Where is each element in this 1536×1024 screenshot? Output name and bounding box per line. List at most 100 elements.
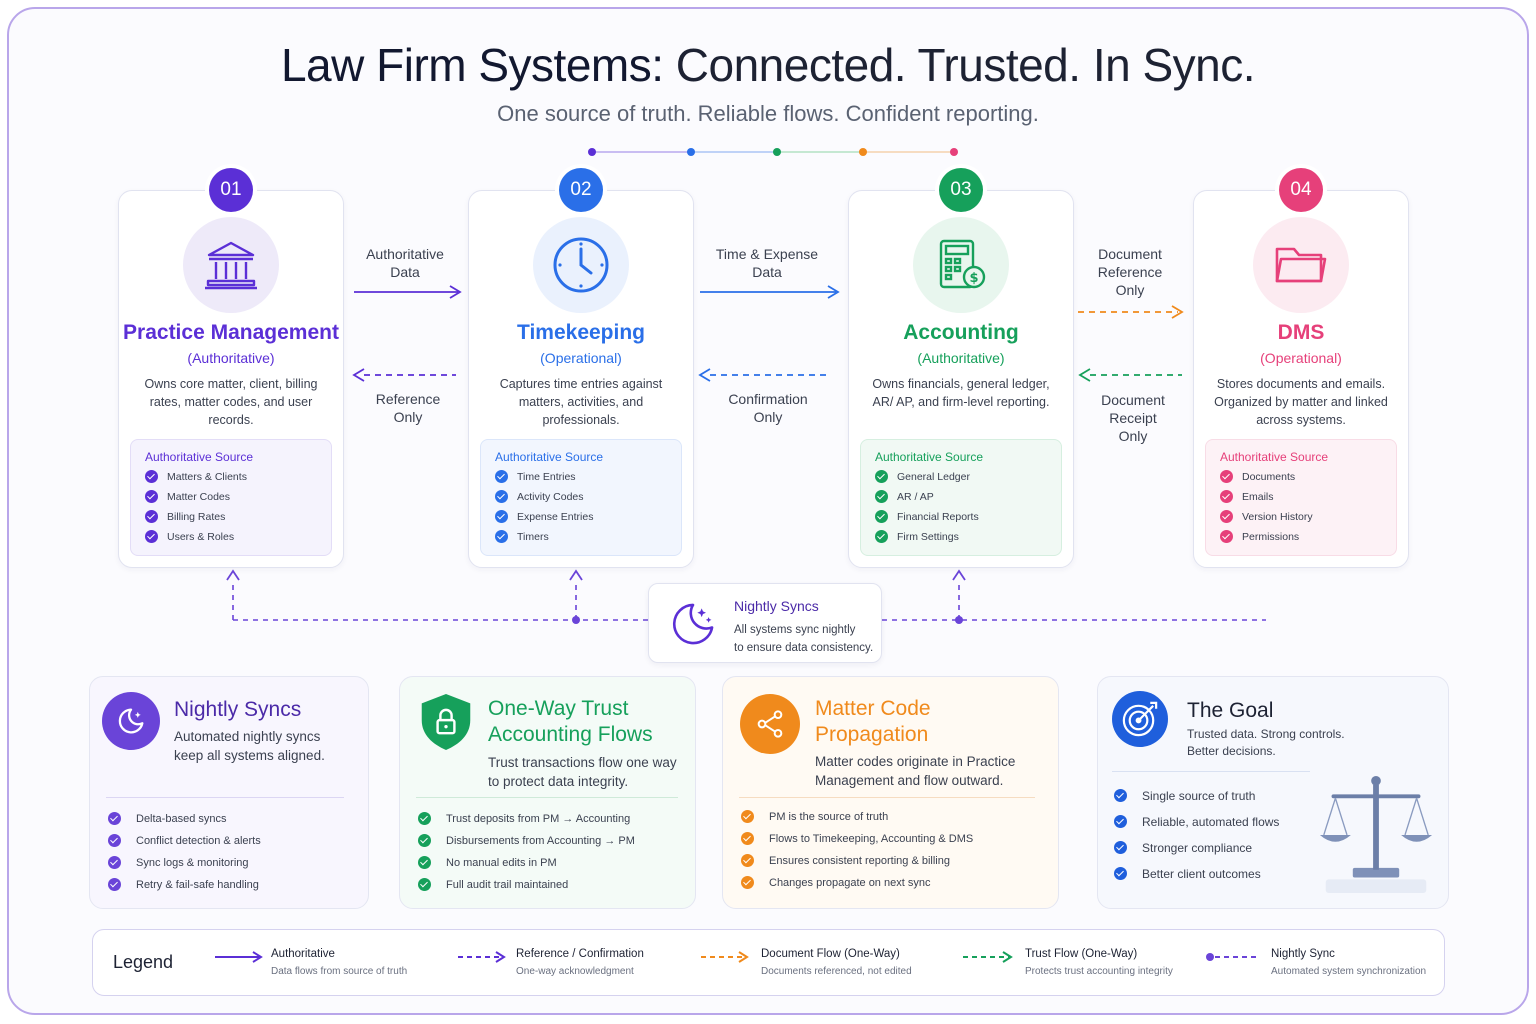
list-item: Activity Codes (495, 490, 667, 510)
legend-title: Legend (113, 952, 174, 972)
legend-line-document (701, 951, 749, 963)
source-title: Authoritative Source (495, 450, 604, 464)
feature-title: The Goal (1187, 699, 1274, 722)
list-item: Version History (1220, 510, 1382, 530)
list-item: Flows to Timekeeping, Accounting & DMS (741, 832, 973, 854)
scales-of-justice-icon (1319, 776, 1433, 893)
svg-text:$: $ (969, 271, 978, 286)
list-item: Financial Reports (875, 510, 1047, 530)
list-item: PM is the source of truth (741, 810, 973, 832)
divider (1112, 771, 1310, 772)
list-item: Trust deposits from PM → Accounting (418, 812, 635, 834)
check-icon (108, 812, 121, 825)
authoritative-source-box: Authoritative Source General Ledger AR /… (860, 439, 1062, 556)
folder-icon (1253, 217, 1349, 313)
list-item: Single source of truth (1114, 789, 1279, 815)
feature-list: Single source of truth Reliable, automat… (1114, 789, 1279, 893)
list-item: Timers (495, 530, 667, 550)
step-badge: 03 (939, 168, 983, 212)
check-icon (495, 510, 508, 523)
list-item: General Ledger (875, 470, 1047, 490)
list-item: Permissions (1220, 530, 1382, 550)
check-icon (1114, 789, 1127, 802)
nightly-syncs-title: Nightly Syncs (734, 598, 819, 614)
system-description: Captures time entries against matters, a… (499, 377, 663, 427)
list-item: Reliable, automated flows (1114, 815, 1279, 841)
color-dots-divider (588, 146, 958, 158)
system-role: (Operational) (1260, 350, 1342, 366)
check-icon (875, 530, 888, 543)
legend-line-trust (963, 951, 1013, 963)
calculator-icon: $ (913, 217, 1009, 313)
list-item: Documents (1220, 470, 1382, 490)
list-item: Changes propagate on next sync (741, 876, 973, 898)
moon-icon (102, 692, 160, 750)
list-item: Time Entries (495, 470, 667, 490)
clock-icon (533, 217, 629, 313)
divider (739, 797, 1035, 798)
source-title: Authoritative Source (145, 450, 254, 464)
list-item: Retry & fail-safe handling (108, 878, 261, 900)
check-icon (145, 510, 158, 523)
list-item: Users & Roles (145, 530, 317, 550)
check-icon (418, 834, 431, 847)
step-badge: 04 (1279, 168, 1323, 212)
step-badge: 01 (209, 168, 253, 212)
check-icon (1114, 867, 1127, 880)
system-description: Stores documents and emails. Organized b… (1214, 377, 1388, 427)
check-icon (741, 832, 754, 845)
system-name: Accounting (903, 321, 1019, 344)
system-role: (Authoritative) (917, 350, 1005, 366)
list-item: AR / AP (875, 490, 1047, 510)
check-icon (495, 530, 508, 543)
check-icon (1220, 470, 1233, 483)
list-item: Expense Entries (495, 510, 667, 530)
moon-stars-icon (672, 603, 714, 645)
check-icon (1114, 841, 1127, 854)
check-icon (108, 878, 121, 891)
source-title: Authoritative Source (1220, 450, 1329, 464)
step-badge: 02 (559, 168, 603, 212)
system-card-dms: 04 DMS (Operational) Stores documents an… (1193, 168, 1409, 568)
feature-list: Delta-based syncs Conflict detection & a… (108, 812, 261, 900)
system-role: (Operational) (540, 350, 622, 366)
check-icon (1114, 815, 1127, 828)
system-name: Practice Management (123, 321, 339, 344)
list-item: Sync logs & monitoring (108, 856, 261, 878)
check-icon (1220, 510, 1233, 523)
check-icon (741, 810, 754, 823)
check-icon (145, 490, 158, 503)
source-title: Authoritative Source (875, 450, 984, 464)
check-icon (108, 856, 121, 869)
check-icon (418, 878, 431, 891)
legend-line-authoritative (215, 951, 263, 963)
feature-title: Nightly Syncs (174, 698, 302, 721)
check-icon (495, 470, 508, 483)
feature-desc: Trusted data. Strong controls.Better dec… (1187, 727, 1345, 758)
list-item: No manual edits in PM (418, 856, 635, 878)
check-icon (741, 854, 754, 867)
list-item: Stronger compliance (1114, 841, 1279, 867)
list-item: Conflict detection & alerts (108, 834, 261, 856)
list-item: Matter Codes (145, 490, 317, 510)
shield-lock-icon (421, 694, 471, 750)
authoritative-source-box: Authoritative Source Matters & Clients M… (130, 439, 332, 556)
list-item: Emails (1220, 490, 1382, 510)
list-item: Disbursements from Accounting → PM (418, 834, 635, 856)
divider (106, 797, 344, 798)
system-description: Owns core matter, client, billing rates,… (144, 377, 318, 427)
list-item: Firm Settings (875, 530, 1047, 550)
page-subtitle: One source of truth. Reliable flows. Con… (497, 101, 1039, 126)
check-icon (875, 510, 888, 523)
list-item: Ensures consistent reporting & billing (741, 854, 973, 876)
